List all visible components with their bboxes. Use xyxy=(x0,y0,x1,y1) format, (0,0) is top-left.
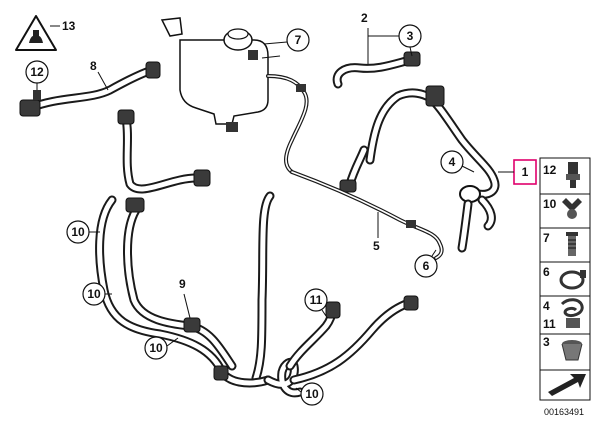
legend-item-12: 12 xyxy=(543,163,557,177)
svg-text:10: 10 xyxy=(305,387,319,401)
callout-4[interactable]: 4 xyxy=(440,150,464,174)
spring-clip-icon xyxy=(560,298,584,328)
vent-line-part-5 xyxy=(290,170,444,260)
svg-text:4: 4 xyxy=(449,155,456,169)
callout-3[interactable]: 3 xyxy=(398,24,422,48)
legend-item-11: 11 xyxy=(543,317,556,331)
callout-10-c[interactable]: 10 xyxy=(144,336,168,360)
hose-part-2 xyxy=(332,51,421,89)
vent-line xyxy=(266,74,309,174)
callout-2: 2 xyxy=(361,11,368,25)
hose-part-8 xyxy=(19,61,161,117)
seal-ring-icon xyxy=(561,340,583,361)
legend-item-7: 7 xyxy=(543,231,550,245)
callout-12-top[interactable]: 12 xyxy=(25,60,49,84)
svg-text:6: 6 xyxy=(423,259,430,273)
arrow-icon xyxy=(539,369,591,401)
callout-5: 5 xyxy=(373,239,380,253)
svg-text:7: 7 xyxy=(295,33,302,47)
legend-item-10: 10 xyxy=(543,197,557,211)
svg-text:3: 3 xyxy=(407,29,414,43)
warning-label-part-13 xyxy=(15,15,60,51)
bleed-screw-icon xyxy=(566,232,578,256)
plug-icon xyxy=(566,162,580,188)
callout-7[interactable]: 7 xyxy=(286,28,310,52)
hose-clamp-icon xyxy=(559,270,586,290)
svg-text:11: 11 xyxy=(310,293,323,307)
callout-1-highlighted[interactable]: 1 xyxy=(513,159,537,185)
hose-part-9 xyxy=(95,109,419,398)
callout-11[interactable]: 11 xyxy=(304,288,328,312)
callout-6[interactable]: 6 xyxy=(414,254,438,278)
callout-8: 8 xyxy=(90,59,97,73)
svg-text:10: 10 xyxy=(87,287,101,301)
svg-text:10: 10 xyxy=(149,341,163,355)
svg-text:1: 1 xyxy=(522,165,529,179)
legend-item-6: 6 xyxy=(543,265,550,279)
catalog-number: 00163491 xyxy=(544,407,584,417)
callout-13: 13 xyxy=(62,19,76,33)
expansion-tank xyxy=(160,17,281,132)
legend-item-4: 4 xyxy=(543,299,550,313)
callout-10-b[interactable]: 10 xyxy=(82,282,106,306)
callout-10-a[interactable]: 10 xyxy=(66,220,90,244)
hose-part-4 xyxy=(365,85,500,253)
legend-item-3: 3 xyxy=(543,335,550,349)
callout-9: 9 xyxy=(179,277,186,291)
svg-text:12: 12 xyxy=(30,65,44,79)
clip-icon xyxy=(562,198,582,219)
svg-text:10: 10 xyxy=(71,225,85,239)
hose-mid xyxy=(339,145,369,193)
callout-10-d[interactable]: 10 xyxy=(300,382,324,406)
